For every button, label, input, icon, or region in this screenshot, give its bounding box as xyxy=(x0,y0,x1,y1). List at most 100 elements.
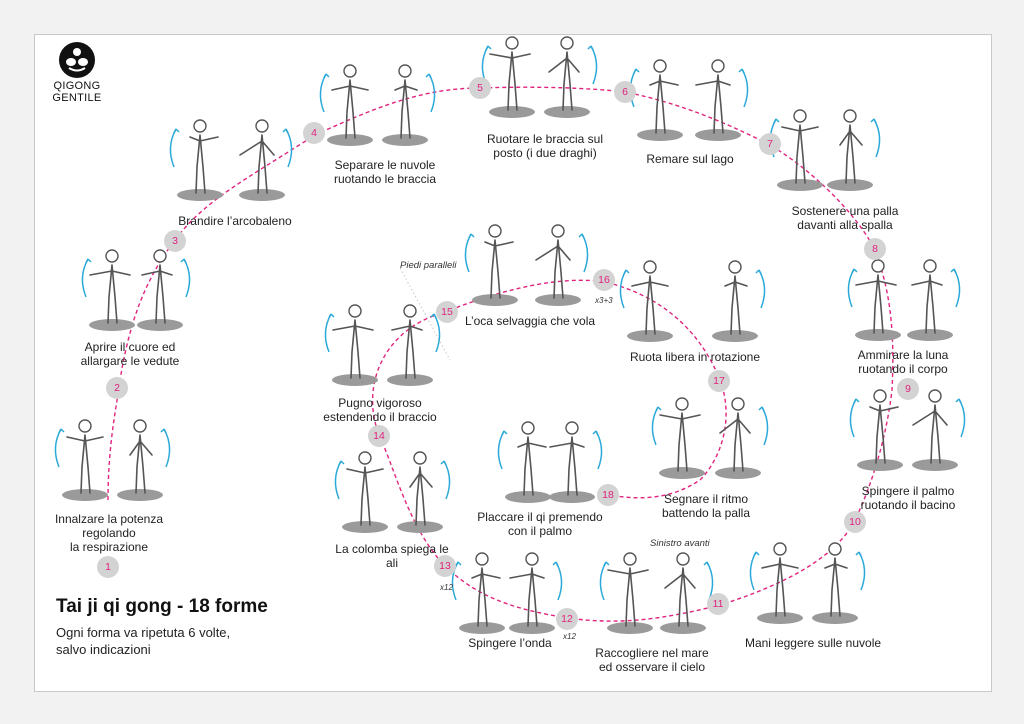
badge-3: 3 xyxy=(164,230,186,252)
arrow-head xyxy=(501,430,508,436)
stick-figure xyxy=(629,59,683,141)
note-piedi-paralleli: Piedi paralleli xyxy=(400,260,457,271)
form-6-label: Remare sul lago xyxy=(646,152,734,166)
floor-shadow xyxy=(509,622,555,634)
stick-figure xyxy=(651,397,705,479)
figure-head xyxy=(676,552,690,566)
stick-figure xyxy=(544,36,598,118)
figure-head xyxy=(358,451,372,465)
page-title: Tai ji qi gong - 18 forme xyxy=(56,596,268,617)
stick-figure xyxy=(464,224,518,306)
figure-head xyxy=(488,224,502,238)
motion-arrow xyxy=(324,313,332,353)
badge-1: 1 xyxy=(97,556,119,578)
figure-head xyxy=(728,260,742,274)
figure-head xyxy=(521,421,535,435)
motion-arrow xyxy=(599,561,607,601)
stick-figure xyxy=(660,552,714,634)
arrow-head xyxy=(282,128,289,134)
figure-head xyxy=(731,397,745,411)
arrow-head xyxy=(328,313,335,319)
logo: QIGONG GENTILE xyxy=(52,42,102,104)
figure-head xyxy=(403,304,417,318)
motion-arrow xyxy=(163,428,171,468)
floor-shadow xyxy=(907,329,953,341)
motion-arrow xyxy=(497,430,505,470)
floor-shadow xyxy=(549,491,595,503)
arrow-head xyxy=(85,258,92,264)
badge-18: 18 xyxy=(597,484,619,506)
arrow-head xyxy=(173,128,180,134)
motion-arrow xyxy=(873,118,881,158)
stick-figure xyxy=(319,64,373,146)
motion-arrow xyxy=(54,428,62,468)
floor-shadow xyxy=(239,189,285,201)
motion-arrow xyxy=(464,233,472,273)
motion-arrow xyxy=(319,73,327,113)
motion-arrow xyxy=(169,128,177,168)
form-13-label: Spingere l’onda xyxy=(468,636,552,650)
motion-arrow xyxy=(285,128,293,168)
figure-head xyxy=(551,224,565,238)
stick-figure xyxy=(847,259,901,341)
badge-10: 10 xyxy=(844,511,866,533)
figure-head xyxy=(153,249,167,263)
figure-head xyxy=(843,109,857,123)
figure-head xyxy=(871,259,885,273)
stick-figure xyxy=(334,451,388,533)
motion-arrow xyxy=(953,268,961,308)
motion-arrow xyxy=(741,68,749,108)
arrow-head xyxy=(623,269,630,275)
figure-head xyxy=(78,419,92,433)
stick-figure xyxy=(749,542,803,624)
figure-head xyxy=(653,59,667,73)
arrow-head xyxy=(603,561,610,567)
arrow-head xyxy=(58,428,65,434)
figure-head xyxy=(133,419,147,433)
floor-shadow xyxy=(695,129,741,141)
stick-figure xyxy=(137,249,191,331)
arrow-head xyxy=(753,551,760,557)
arrow-head xyxy=(552,561,559,567)
stick-figure xyxy=(509,552,563,634)
figure-head xyxy=(928,389,942,403)
arrow-head xyxy=(430,313,437,319)
figure-head xyxy=(565,421,579,435)
motion-arrow xyxy=(555,561,563,601)
arrow-head xyxy=(703,561,710,567)
stick-figure xyxy=(535,224,589,306)
floor-shadow xyxy=(342,521,388,533)
page-subtitle: Ogni forma va ripetuta 6 volte, salvo in… xyxy=(56,624,230,658)
note-x12-12: x12 xyxy=(563,632,576,641)
form-17-label: Ruota libera in rotazione xyxy=(629,350,761,364)
arrow-head xyxy=(755,269,762,275)
arrow-head xyxy=(425,73,432,79)
stick-figure xyxy=(912,389,966,471)
floor-shadow xyxy=(332,374,378,386)
floor-shadow xyxy=(535,294,581,306)
motion-arrow xyxy=(334,460,342,500)
motion-arrow xyxy=(858,551,866,591)
floor-shadow xyxy=(327,134,373,146)
floor-shadow xyxy=(62,489,108,501)
stick-figure xyxy=(549,421,603,503)
note-sinistro-avanti: Sinistro avanti xyxy=(650,538,710,549)
arrow-head xyxy=(955,398,962,404)
stick-figure xyxy=(599,552,653,634)
figure-head xyxy=(675,397,689,411)
motion-arrow xyxy=(749,551,757,591)
badge-13: 13 xyxy=(434,555,456,577)
stick-figure xyxy=(169,119,223,201)
floor-shadow xyxy=(855,329,901,341)
badge-4: 4 xyxy=(303,122,325,144)
stick-figure xyxy=(397,451,451,533)
floor-shadow xyxy=(607,622,653,634)
stick-figure xyxy=(712,260,766,342)
stick-figure xyxy=(497,421,551,503)
arrow-head xyxy=(160,428,167,434)
floor-shadow xyxy=(544,106,590,118)
arrow-head xyxy=(578,233,585,239)
stick-figure xyxy=(907,259,961,341)
